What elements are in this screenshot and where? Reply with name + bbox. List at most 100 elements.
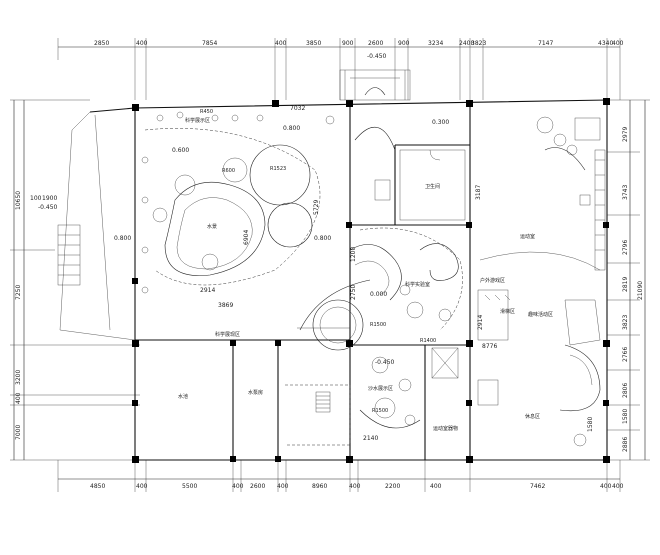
radius-r1500-a: R1500	[370, 322, 386, 328]
elev-0800-a: 0.800	[283, 125, 300, 132]
elev-0450-lower: -0.450	[375, 359, 395, 366]
top-dim-2: 7854	[202, 40, 217, 47]
dim-1200: 1200	[350, 247, 357, 262]
left-dimension-chain: 10650 100 1900 -0.450 7250 3200 400 7000	[10, 99, 140, 461]
right-dim-0: 2979	[622, 127, 629, 142]
dim-5729: 5729	[313, 200, 320, 215]
east-play-area: 运动室 户外游戏区 滑梯区 趣味活动区 休息区 2914 1580	[477, 116, 606, 447]
radius-r1523: R1523	[270, 166, 286, 172]
dim-8776: 3869	[218, 302, 233, 309]
dim-3869: 8776	[482, 343, 497, 350]
left-dim-7: 7000	[15, 425, 22, 440]
right-dim-3: 2819	[622, 277, 629, 292]
toilet-label: 卫生间	[425, 183, 440, 190]
bottom-dim-3: 400	[232, 483, 244, 490]
top-dim-3: 400	[275, 40, 287, 47]
radius-r450: R450	[200, 109, 213, 115]
left-dim-1: 100	[30, 195, 42, 202]
dim-6904: 6904	[243, 230, 250, 245]
top-dim-7: 900	[398, 40, 410, 47]
right-dimension-chain: 2979 3743 2796 2819 3823 2766 2806 1580 …	[607, 99, 650, 461]
sports-hall-label: 运动室	[520, 233, 535, 240]
right-dim-2: 2796	[622, 240, 629, 255]
left-dim-6: 400	[15, 392, 22, 404]
bottom-dim-9: 400	[430, 483, 442, 490]
right-dim-4: 3823	[622, 315, 629, 330]
slide-area-label: 滑梯区	[500, 308, 515, 315]
right-dim-7: 1580	[622, 409, 629, 424]
dim-7032: 2914	[200, 287, 215, 294]
science-display-label: 科学展现区	[215, 331, 240, 338]
bottom-dim-4: 2600	[250, 483, 265, 490]
elev-0000: 0.000	[370, 291, 387, 298]
elev-0800-c: 0.800	[114, 235, 131, 242]
sand-area-label: 沙水展示区	[368, 385, 393, 392]
right-dim-total: 21090	[637, 281, 644, 300]
water-pool-label: 水池	[178, 393, 188, 400]
bottom-dim-10: 7462	[530, 483, 545, 490]
right-dim-5: 2766	[622, 347, 629, 362]
dim-2914: 2914	[477, 315, 484, 330]
outdoor-play-label: 户外游戏区	[480, 277, 505, 284]
top-dim-9: 2400	[459, 40, 474, 47]
bottom-dim-1: 400	[136, 483, 148, 490]
bottom-dim-8: 2200	[385, 483, 400, 490]
left-dim-0: 10650	[15, 191, 22, 210]
fun-area-label: 趣味活动区	[528, 311, 553, 318]
structural-columns	[132, 98, 610, 463]
bottom-dim-12: 400	[612, 483, 624, 490]
radius-r1500-b: R1500	[372, 408, 388, 414]
dim-1580: 1580	[587, 417, 594, 432]
top-dim-4: 3850	[306, 40, 321, 47]
bench-area-label: 休息区	[525, 413, 540, 420]
left-dim-3: -0.450	[38, 204, 58, 211]
elev-0800-b: 0.800	[314, 235, 331, 242]
dim-2140: 2140	[363, 435, 378, 442]
top-dim-1: 400	[136, 40, 148, 47]
top-dim-13: 400	[612, 40, 624, 47]
bottom-dim-5: 400	[277, 483, 289, 490]
bottom-dim-7: 400	[349, 483, 361, 490]
top-dim-10: 3823	[471, 40, 486, 47]
top-dim-8: 3234	[428, 40, 443, 47]
science-display-area: 科学实验室 0.000 R1500 1200 2750	[299, 227, 463, 351]
sports-storage-label: 运动室器物	[433, 425, 458, 432]
radius-r600: R600	[222, 168, 235, 174]
science-exhibit-label: 科学展示区	[185, 117, 210, 124]
bottom-dim-6: 8960	[312, 483, 327, 490]
science-lab-label: 科学实验室	[405, 281, 430, 288]
top-dim-12: 4340	[598, 40, 613, 47]
top-dimension-chain: 2850 400 7854 400 3850 900 2600 900 3234…	[57, 38, 624, 100]
elev-0600: 0.600	[172, 147, 189, 154]
outer-walls	[59, 99, 608, 461]
dim-3187: 3187	[475, 185, 482, 200]
radius-r1400: R1400	[420, 338, 436, 344]
top-dim-6: 2600	[368, 40, 383, 47]
west-stair	[57, 224, 81, 286]
entrance-steps: -0.450	[339, 53, 411, 101]
entrance-level: -0.450	[367, 53, 387, 60]
lower-rooms: 水池 水泵房 科学展现区 沙水展示区 R1500 运动室器物 2140 -0.4…	[114, 105, 497, 446]
dim-2750: 2750	[350, 285, 357, 300]
bottom-dim-2: 5500	[182, 483, 197, 490]
bottom-dim-11: 400	[600, 483, 612, 490]
toilet-room: 卫生间 3187	[354, 126, 482, 221]
bottom-dim-0: 4850	[90, 483, 105, 490]
dim-6904-b: 7032	[290, 105, 305, 112]
pond-label: 水景	[207, 223, 217, 230]
pond-feature: 水景 R600 R1523 R450 0.800 0.600 0.800 科学展…	[144, 109, 331, 309]
top-dim-5: 900	[342, 40, 354, 47]
planting-dots	[141, 111, 335, 294]
top-dim-0: 2850	[94, 40, 109, 47]
right-dim-8: 2886	[622, 437, 629, 452]
bottom-dimension-chain: 4850 400 5500 400 2600 400 8960 400 2200…	[57, 460, 624, 492]
elev-0300: 0.300	[432, 119, 449, 126]
left-dim-5: 3200	[15, 370, 22, 385]
right-dim-1: 3743	[622, 185, 629, 200]
left-dim-4: 7250	[15, 285, 22, 300]
right-dim-6: 2806	[622, 383, 629, 398]
machine-room-label: 水泵房	[248, 389, 263, 396]
left-dim-2: 1900	[42, 195, 57, 202]
top-dim-11: 7147	[538, 40, 553, 47]
